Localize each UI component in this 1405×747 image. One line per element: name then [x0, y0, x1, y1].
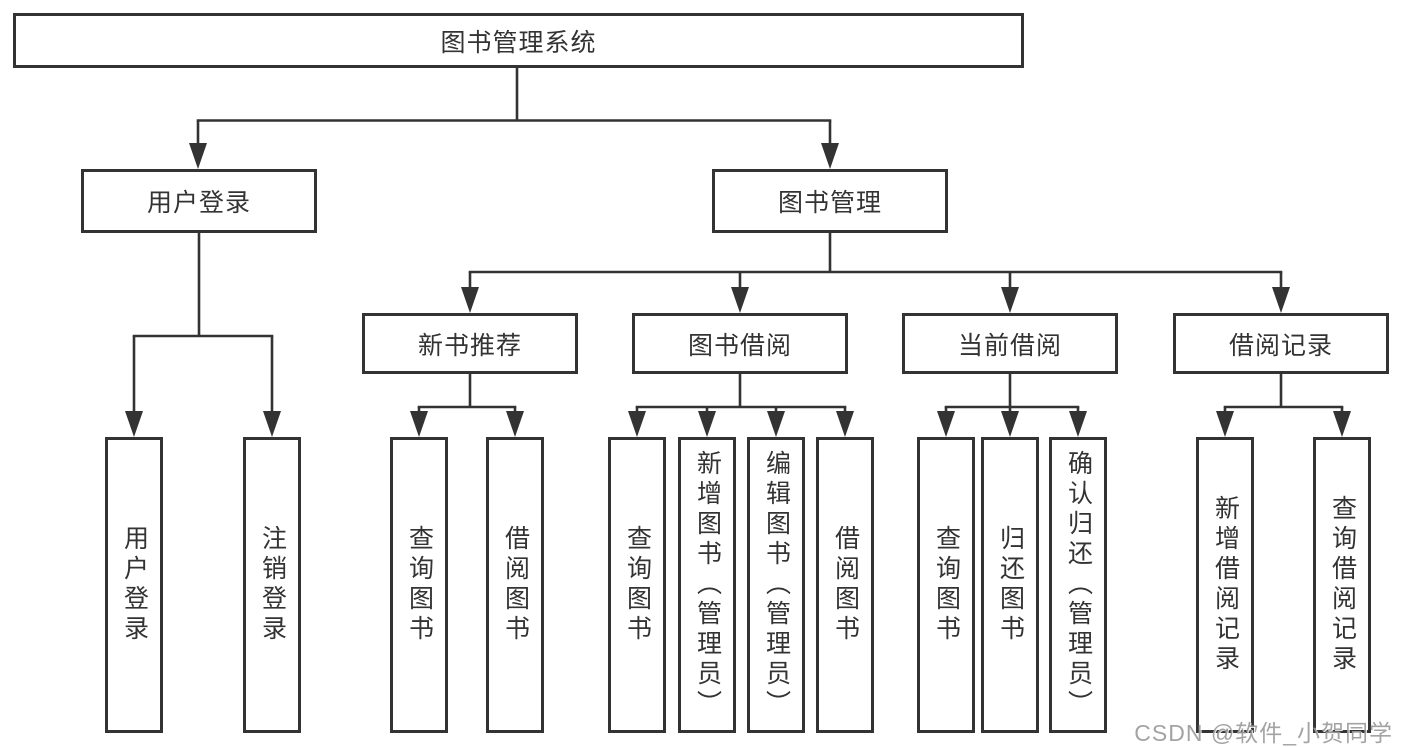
arrowhead-icon	[125, 411, 143, 437]
leaf-add-borrowing-record: 新增借阅记录	[1196, 437, 1254, 733]
leaf-return-books: 归还图书	[981, 437, 1039, 733]
leaf-borrow-books-borrowing: 借阅图书	[816, 437, 874, 733]
arrowhead-icon	[263, 411, 281, 437]
arrowhead-icon	[767, 411, 785, 437]
node-borrowing-records: 借阅记录	[1173, 313, 1389, 374]
connector-book-management-group	[461, 231, 1290, 313]
node-current-borrowing: 当前借阅	[902, 313, 1118, 374]
node-book-borrowing: 图书借阅	[632, 313, 848, 374]
arrowhead-icon	[821, 143, 839, 169]
arrowhead-icon	[410, 411, 428, 437]
connector-root-to-level1	[189, 66, 839, 169]
leaf-logout: 注销登录	[243, 437, 301, 733]
connector-borrowing-records-group	[1216, 372, 1351, 437]
connector-current-borrowing-group	[937, 372, 1087, 437]
arrowhead-icon	[1272, 287, 1290, 313]
arrowhead-icon	[1069, 411, 1087, 437]
node-new-book-recommend: 新书推荐	[362, 313, 578, 374]
arrowhead-icon	[1001, 411, 1019, 437]
arrowhead-icon	[628, 411, 646, 437]
csdn-watermark: CSDN @软件_小贺同学	[1134, 720, 1393, 746]
leaf-confirm-return-admin: 确认归还（管理员）	[1049, 437, 1107, 733]
leaf-query-books-borrowing: 查询图书	[608, 437, 666, 733]
leaf-borrow-books-recommend: 借阅图书	[486, 437, 544, 733]
leaf-add-book-admin: 新增图书（管理员）	[678, 437, 736, 733]
arrowhead-icon	[698, 411, 716, 437]
node-book-management: 图书管理	[712, 169, 948, 233]
connector-new-book-recommend-group	[410, 372, 524, 437]
arrowhead-icon	[937, 411, 955, 437]
arrowhead-icon	[506, 411, 524, 437]
arrowhead-icon	[836, 411, 854, 437]
node-user-login: 用户登录	[81, 169, 317, 233]
leaf-edit-book-admin: 编辑图书（管理员）	[747, 437, 805, 733]
arrowhead-icon	[731, 287, 749, 313]
arrowhead-icon	[461, 287, 479, 313]
arrowhead-icon	[189, 143, 207, 169]
leaf-query-books-current: 查询图书	[917, 437, 975, 733]
connector-book-borrowing-group	[628, 372, 854, 437]
leaf-user-login: 用户登录	[105, 437, 163, 733]
node-root-book-management-system: 图书管理系统	[13, 13, 1024, 68]
leaf-query-books-recommend: 查询图书	[390, 437, 448, 733]
connector-user-login-group	[125, 231, 281, 437]
arrowhead-icon	[1001, 287, 1019, 313]
arrowhead-icon	[1216, 411, 1234, 437]
arrowhead-icon	[1333, 411, 1351, 437]
leaf-query-borrowing-record: 查询借阅记录	[1313, 437, 1371, 733]
